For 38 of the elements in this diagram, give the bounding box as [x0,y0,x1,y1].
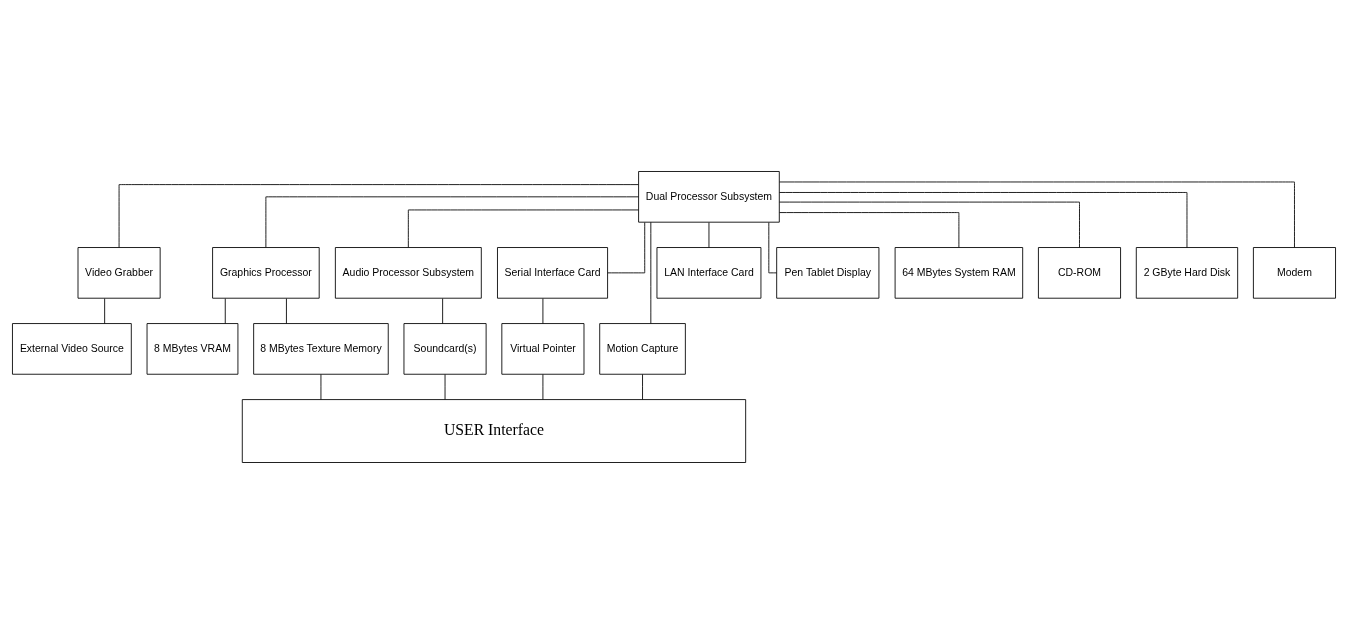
node-box: 2 GByte Hard Disk [1135,246,1239,299]
node-box: LAN Interface Card [656,246,762,299]
connector [779,191,1188,248]
connector [104,297,106,324]
node-box: Dual Processor Subsystem [638,170,780,223]
node-box: Graphics Processor [212,246,320,299]
connector [224,297,226,324]
connector [607,221,646,273]
node-box: USER Interface [241,398,747,463]
connector [650,221,652,324]
connector [444,373,446,400]
connector [779,181,1295,248]
connector [542,297,544,324]
connector [118,183,639,248]
node-box: Pen Tablet Display [776,246,880,299]
node-box: Serial Interface Card [497,246,608,299]
connector [779,211,960,248]
node-box: Motion Capture [599,322,686,375]
connector [642,373,643,400]
connector [768,221,777,273]
node-box: External Video Source [12,322,132,375]
node-box: Audio Processor Subsystem [334,246,482,299]
node-box: 8 MBytes VRAM [146,322,239,375]
connector [265,195,639,248]
node-box: Modem [1252,246,1336,299]
connector [708,221,710,248]
node-box: 64 MBytes System RAM [894,246,1024,299]
node-box: Video Grabber [77,246,161,299]
connector [442,297,444,324]
connector [320,373,322,400]
node-box: Soundcard(s) [403,322,487,375]
node-box: CD-ROM [1038,246,1121,299]
connector [779,201,1080,248]
node-box: 8 MBytes Texture Memory [253,322,389,375]
node-box: Virtual Pointer [501,322,585,375]
connector [542,373,544,400]
connector [286,297,287,324]
connector [407,209,639,248]
